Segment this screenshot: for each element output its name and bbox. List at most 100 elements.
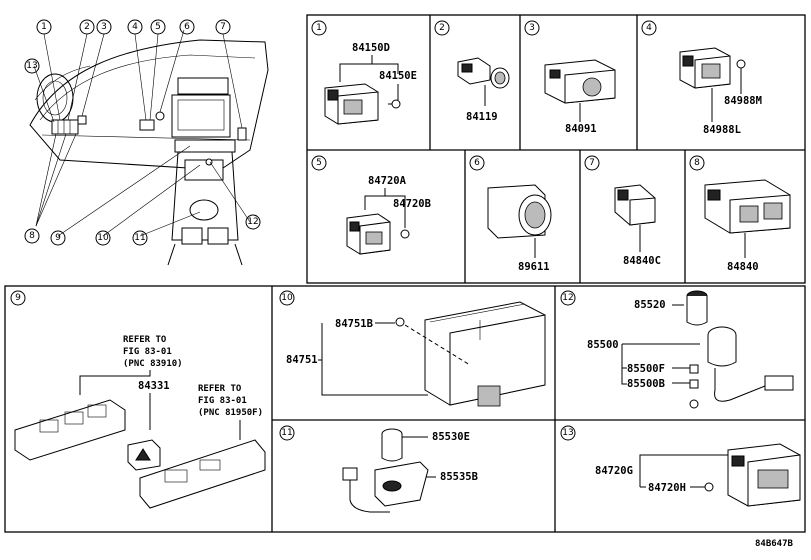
svg-text:5: 5	[155, 22, 161, 32]
diagram-code: 84B647B	[755, 539, 794, 549]
svg-text:9: 9	[55, 233, 61, 243]
part-label-84751: 84751	[286, 354, 318, 366]
svg-text:10: 10	[97, 233, 109, 243]
overview-callout-6: 6	[179, 19, 195, 35]
refer-note-b-line2: FIG 83-01	[198, 396, 247, 406]
svg-text:12: 12	[562, 293, 573, 303]
svg-text:12: 12	[247, 217, 258, 227]
overview-callout-13: 13	[24, 58, 40, 74]
overview-callout-5: 5	[150, 19, 166, 35]
overview-callout-3: 3	[96, 19, 112, 35]
panel-3: 3 84091	[524, 20, 616, 135]
overview-callout-7: 7	[215, 19, 231, 35]
part-label-85535B: 85535B	[440, 471, 478, 483]
panel-10: 10 84751B 84751	[279, 290, 546, 407]
part-label-84720A: 84720A	[368, 175, 407, 187]
part-label-84150E: 84150E	[379, 70, 417, 82]
panel-2: 2 84119	[434, 20, 510, 123]
switch-84119-drawing	[457, 57, 510, 89]
switch-84840-drawing	[704, 179, 791, 234]
switch-84331-drawing	[14, 399, 266, 509]
lighter-85520-drawing	[686, 290, 708, 326]
part-label-84720B: 84720B	[393, 198, 431, 210]
svg-text:6: 6	[474, 158, 480, 168]
panel-8: 8 84840	[689, 155, 791, 273]
panel-13: 13 84720G 84720H	[560, 425, 801, 507]
socket-85530E-drawing	[381, 428, 403, 462]
panel-9: 9 REFER TO FIG 83-01 (PNC 83910) 84331 R…	[10, 290, 266, 509]
overview-callout-11: 11	[132, 230, 148, 246]
refer-note-b-line1: REFER TO	[198, 384, 242, 394]
part-label-84988M: 84988M	[724, 95, 762, 107]
part-label-84119: 84119	[466, 111, 498, 123]
part-label-85500: 85500	[587, 339, 619, 351]
refer-note-a-line2: FIG 83-01	[123, 347, 172, 357]
overview-callout-1: 1	[36, 19, 52, 35]
switch-84720G-drawing	[727, 443, 801, 507]
overview-callout-9: 9	[50, 230, 66, 246]
part-label-84840C: 84840C	[623, 255, 661, 267]
overview-callout-2: 2	[79, 19, 95, 35]
svg-text:1: 1	[41, 22, 47, 32]
part-label-84988L: 84988L	[703, 124, 741, 136]
svg-text:5: 5	[316, 158, 322, 168]
panel-6: 6 89611	[469, 155, 552, 273]
svg-text:3: 3	[529, 23, 535, 33]
part-label-85500B: 85500B	[627, 378, 665, 390]
part-label-85500F: 85500F	[627, 363, 665, 375]
svg-text:11: 11	[281, 428, 292, 438]
part-label-84091: 84091	[565, 123, 597, 135]
part-label-84720H: 84720H	[648, 482, 686, 494]
refer-note-b-line3: (PNC 81950F)	[198, 408, 263, 418]
part-label-85530E: 85530E	[432, 431, 470, 443]
svg-text:7: 7	[220, 22, 226, 32]
overview-callout-4: 4	[127, 19, 143, 35]
refer-note-a-line1: REFER TO	[123, 335, 167, 345]
part-label-84751B: 84751B	[335, 318, 373, 330]
top-grid-frame	[306, 14, 806, 284]
svg-text:13: 13	[562, 428, 573, 438]
switch-84988L-drawing	[679, 47, 731, 89]
svg-text:8: 8	[29, 231, 35, 241]
svg-text:6: 6	[184, 22, 190, 32]
svg-text:1: 1	[316, 23, 322, 33]
overview-callout-8: 8	[24, 228, 40, 244]
part-label-84150D: 84150D	[352, 42, 390, 54]
panel-7: 7 84840C	[584, 155, 661, 267]
panel-11: 11 85530E 85535B	[279, 425, 478, 513]
bottom-grid-frame	[4, 285, 806, 533]
part-label-84720G: 84720G	[595, 465, 633, 477]
part-label-89611: 89611	[518, 261, 550, 273]
svg-text:13: 13	[26, 61, 37, 71]
svg-text:10: 10	[281, 293, 293, 303]
panel-5: 5 84720A 84720B	[311, 155, 431, 255]
socket-85535B-drawing	[374, 461, 429, 507]
svg-text:4: 4	[646, 23, 652, 33]
part-label-85520: 85520	[634, 299, 666, 311]
svg-text:2: 2	[84, 22, 90, 32]
part-label-84331: 84331	[138, 380, 170, 392]
module-84751-drawing	[424, 301, 546, 407]
switch-84091-drawing	[544, 59, 616, 104]
refer-note-a-line3: (PNC 83910)	[123, 359, 183, 369]
svg-text:9: 9	[15, 293, 21, 303]
panel-4: 4 84988M 84988L	[641, 20, 762, 136]
panel-1: 1 84150D 84150E	[311, 20, 417, 125]
switch-84840C-drawing	[614, 184, 656, 226]
svg-text:2: 2	[439, 23, 445, 33]
svg-text:8: 8	[694, 158, 700, 168]
start-button-drawing	[487, 184, 552, 239]
switch-84150D-drawing	[324, 83, 379, 125]
overview-illustration: 1 2 3 4 5 6 7 8 9 10 11 12 13	[24, 19, 269, 266]
svg-text:7: 7	[589, 158, 595, 168]
switch-84720A-drawing	[346, 213, 391, 255]
panel-12: 12 85520 85500 85500F 85500B	[560, 290, 794, 409]
svg-text:4: 4	[132, 22, 138, 32]
socket-85500-drawing	[707, 326, 737, 367]
overview-callout-10: 10	[95, 230, 111, 246]
part-label-84840: 84840	[727, 261, 759, 273]
svg-text:3: 3	[101, 22, 107, 32]
svg-text:11: 11	[134, 233, 145, 243]
overview-callout-12: 12	[245, 214, 261, 230]
